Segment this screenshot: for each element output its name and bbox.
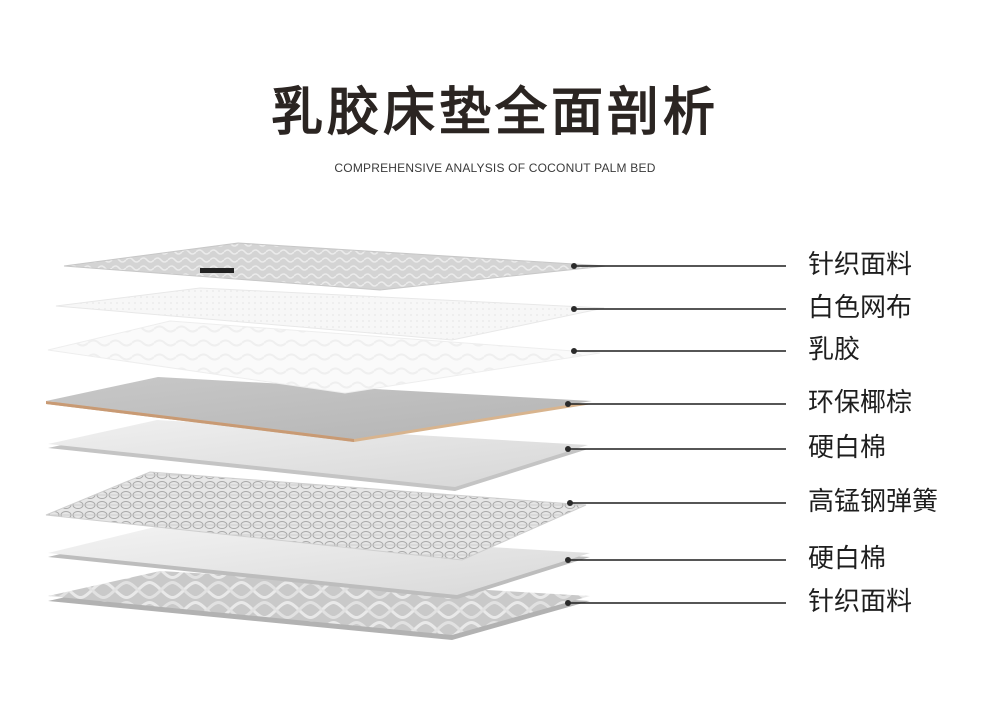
layer-label: 针织面料 bbox=[808, 587, 913, 617]
callouts bbox=[565, 263, 786, 606]
layer-label: 硬白棉 bbox=[808, 544, 887, 574]
page-subtitle: COMPREHENSIVE ANALYSIS OF COCONUT PALM B… bbox=[334, 161, 656, 175]
callout-dot bbox=[571, 348, 577, 354]
layer-label: 环保椰棕 bbox=[808, 388, 913, 418]
layer-white-mesh bbox=[55, 287, 605, 341]
layer-top-knit-fabric bbox=[63, 242, 607, 291]
callout-dot bbox=[571, 306, 577, 312]
layer-latex bbox=[47, 320, 601, 394]
layer-coconut-coir bbox=[46, 377, 592, 442]
layer-label: 硬白棉 bbox=[808, 433, 887, 463]
callout-dot bbox=[565, 401, 571, 407]
layer-label: 高锰钢弹簧 bbox=[808, 487, 939, 517]
layer-label: 针织面料 bbox=[808, 250, 913, 280]
layer-lower-hard-cotton bbox=[48, 527, 590, 599]
layer-bottom-knit-fabric bbox=[48, 571, 590, 640]
callout-dot bbox=[571, 263, 577, 269]
page-title: 乳胶床垫全面剖析 bbox=[270, 83, 719, 143]
layer-upper-hard-cotton bbox=[48, 420, 588, 491]
layer-label: 乳胶 bbox=[808, 335, 861, 365]
callout-dot bbox=[567, 500, 573, 506]
layer-label: 白色网布 bbox=[808, 293, 913, 323]
callout-dot bbox=[565, 600, 571, 606]
callout-dot bbox=[565, 446, 571, 452]
layer-steel-springs bbox=[45, 471, 587, 561]
fabric-tag bbox=[200, 268, 234, 273]
callout-dot bbox=[565, 557, 571, 563]
